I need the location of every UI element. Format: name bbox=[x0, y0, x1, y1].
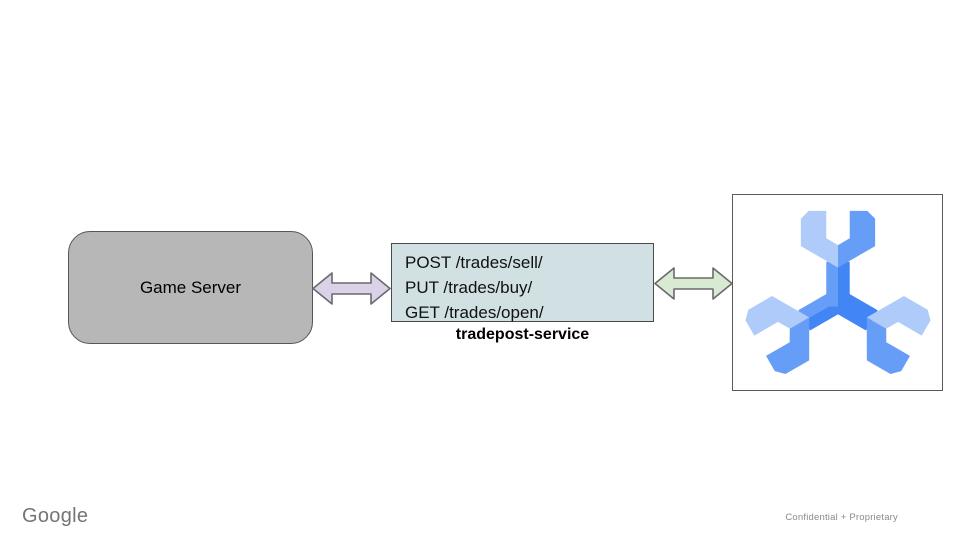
spanner-node bbox=[732, 194, 943, 391]
spanner-head-face bbox=[765, 316, 809, 374]
endpoint-put: PUT /trades/buy/ bbox=[405, 278, 533, 297]
spanner-shaft-face bbox=[837, 261, 850, 307]
endpoint-post: POST /trades/sell/ bbox=[405, 253, 543, 272]
spanner-head-face bbox=[866, 295, 931, 336]
spanner-head-face bbox=[866, 316, 910, 374]
double-arrow-left-shape bbox=[312, 272, 391, 305]
cloud-spanner-icon bbox=[744, 210, 931, 374]
spanner-arm-top bbox=[800, 210, 875, 307]
game-server-node: Game Server bbox=[68, 231, 313, 344]
tradepost-service-label: tradepost-service bbox=[455, 326, 590, 343]
confidential-note: Confidential + Proprietary bbox=[785, 512, 898, 523]
endpoint-get: GET /trades/open/ bbox=[405, 303, 544, 322]
game-server-label: Game Server bbox=[139, 277, 242, 297]
spanner-head-face bbox=[744, 295, 809, 336]
double-arrow-left-icon bbox=[312, 272, 391, 305]
spanner-head-face bbox=[800, 210, 838, 268]
google-logo: Google bbox=[22, 505, 89, 527]
spanner-shaft-face bbox=[825, 261, 838, 307]
double-arrow-right-shape bbox=[654, 267, 733, 300]
tradepost-service-node: POST /trades/sell/ PUT /trades/buy/ GET … bbox=[391, 243, 654, 322]
spanner-arm-down-left bbox=[744, 287, 849, 374]
double-arrow-right-icon bbox=[654, 267, 733, 300]
spanner-head-face bbox=[837, 210, 875, 268]
